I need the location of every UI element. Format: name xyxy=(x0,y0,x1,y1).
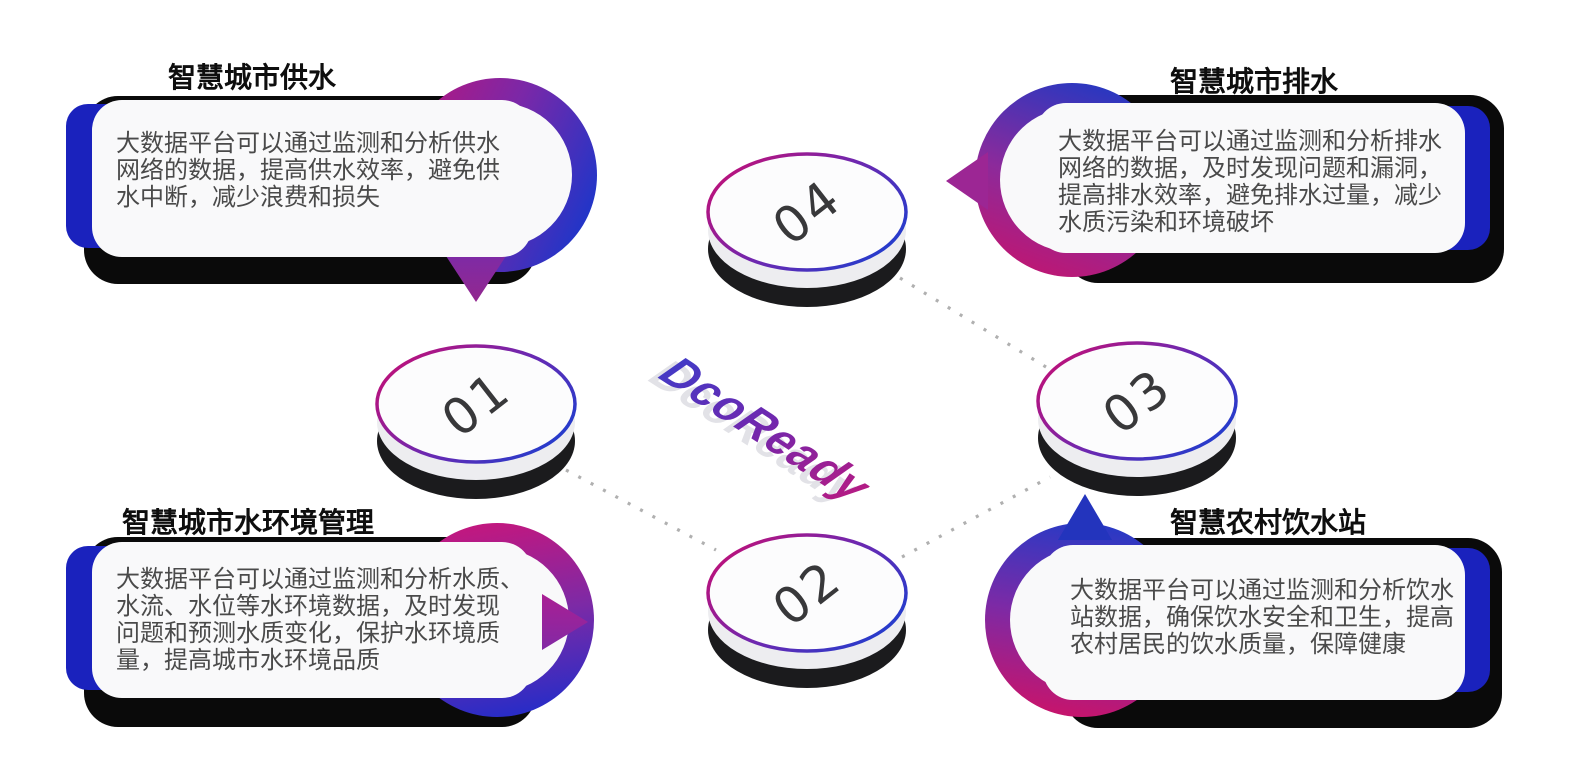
card-body: 大数据平台可以通过监测和分析排水 网络的数据，及时发现问题和漏洞， 提高排水效率… xyxy=(1058,128,1442,236)
step-disc-01: 01 xyxy=(375,344,577,499)
step-disc-03: 03 xyxy=(1036,341,1238,496)
card-body: 大数据平台可以通过监测和分析饮水 站数据，确保饮水安全和卫生，提高 农村居民的饮… xyxy=(1070,577,1454,658)
card-title: 智慧城市水环境管理 xyxy=(122,507,375,538)
connector-01-02 xyxy=(565,468,717,552)
connector-02-03 xyxy=(901,475,1051,559)
card-panel xyxy=(1036,103,1465,253)
card-body: 大数据平台可以通过监测和分析水质、 水流、水位等水环境数据，及时发现 问题和预测… xyxy=(116,566,524,674)
connector-04-03 xyxy=(899,276,1047,369)
card-panel xyxy=(92,542,532,698)
card-body: 大数据平台可以通过监测和分析供水 网络的数据，提高供水效率，避免供 水中断，减少… xyxy=(116,130,500,211)
step-disc-02: 02 xyxy=(706,533,908,688)
card-title: 智慧城市供水 xyxy=(168,62,337,93)
card-panel xyxy=(92,100,532,257)
card-panel xyxy=(1043,545,1465,700)
card-title: 智慧城市排水 xyxy=(1170,66,1339,97)
card-title: 智慧农村饮水站 xyxy=(1170,507,1367,538)
step-disc-04: 04 xyxy=(706,152,908,307)
